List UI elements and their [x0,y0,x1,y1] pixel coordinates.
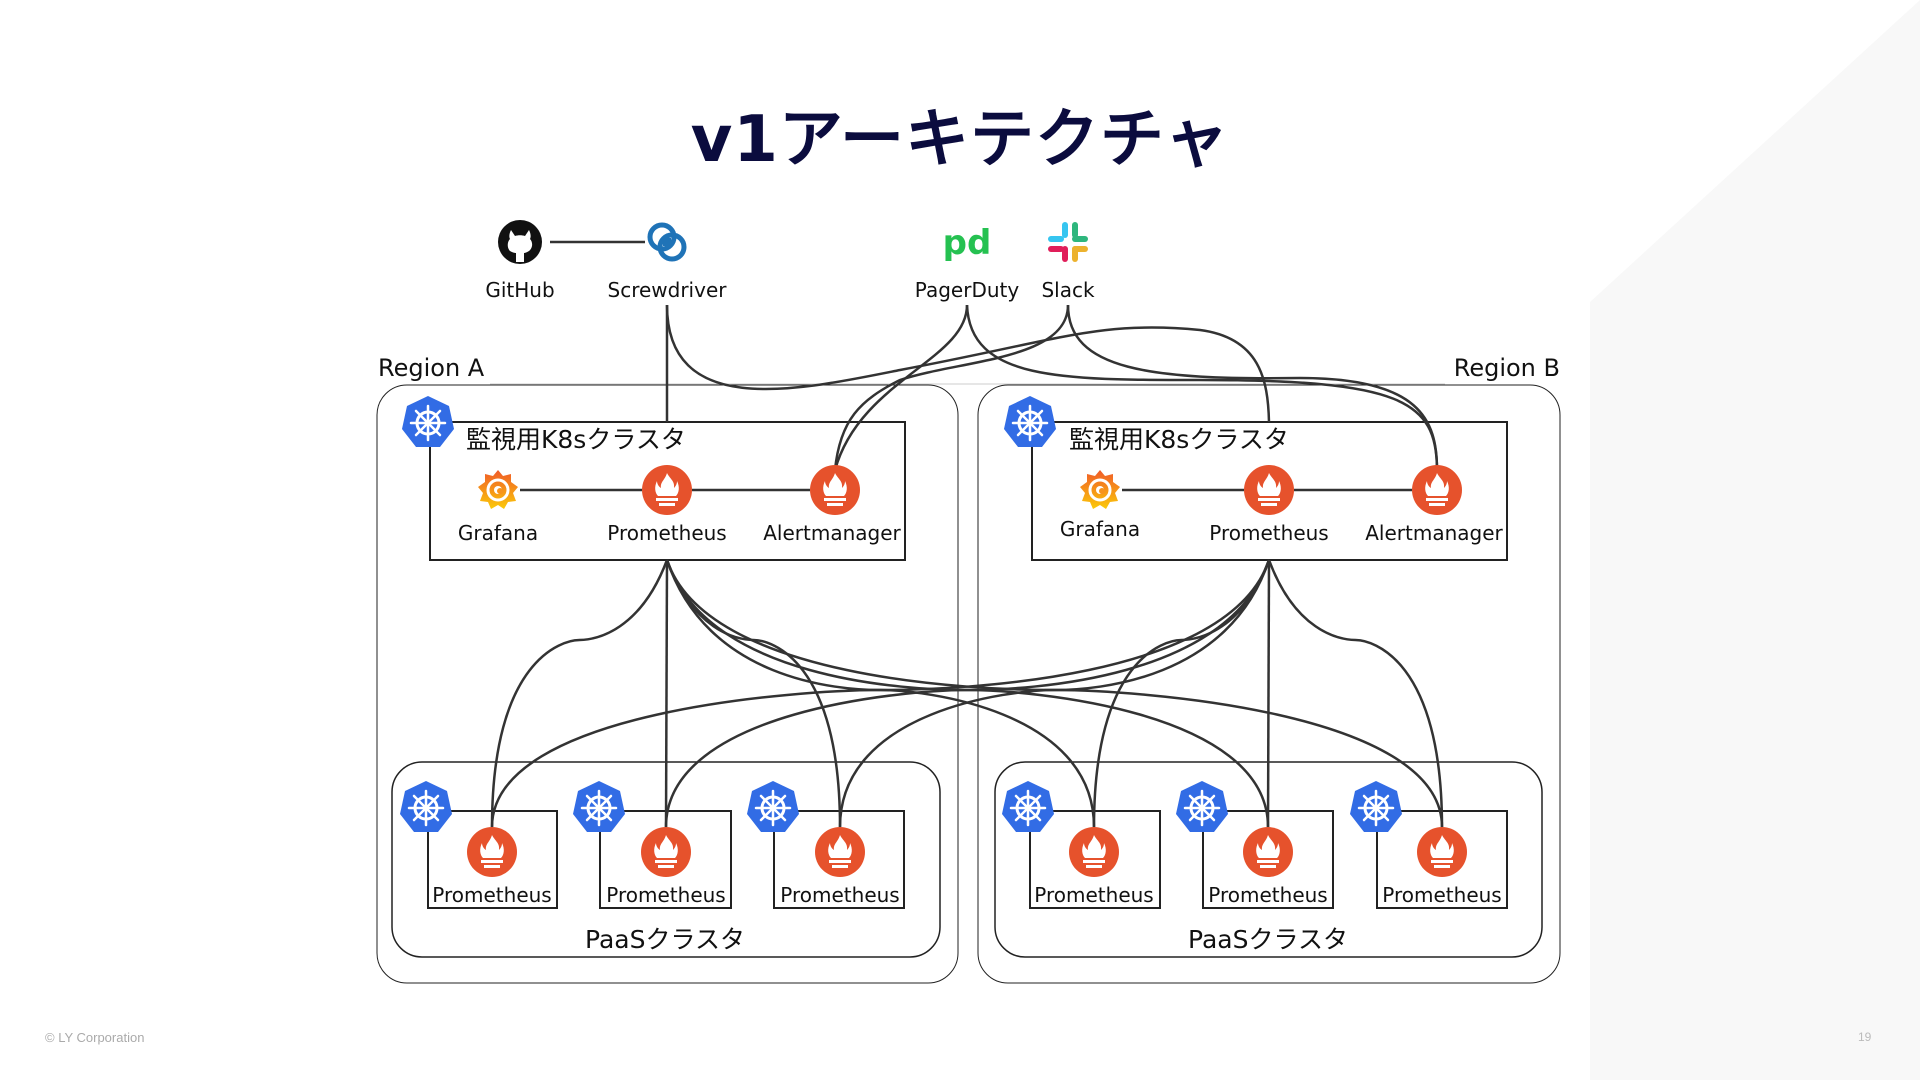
kubernetes-icon [745,779,801,834]
federation-line [665,559,842,828]
screwdriver-prom-b-line [665,304,1271,423]
svg-text:pd: pd [943,223,992,263]
prometheus-icon [1243,827,1293,877]
federation-line [838,559,1271,828]
region-a-grafana-label: Grafana [458,521,538,545]
region-a-paas-label: PaaSクラスタ [585,925,745,954]
federation-line [490,559,669,828]
pagerduty-am-a-line [833,304,969,471]
federation-line [665,559,1270,828]
federation-line [1267,559,1444,828]
region-b-grafana-label: Grafana [1060,517,1140,541]
paas-a-1-label: Prometheus [432,883,551,907]
federation-line [664,559,669,828]
region-a-monitoring-label: 監視用K8sクラスタ [466,425,686,454]
federation-line [1266,559,1271,828]
screwdriver-icon [647,222,687,262]
github-label: GitHub [485,278,554,302]
region-a-prometheus-label: Prometheus [607,521,726,545]
kubernetes-icon [1000,779,1056,834]
slack-am-a-line [833,304,1070,471]
paas-b-3-label: Prometheus [1382,883,1501,907]
grafana-icon [476,468,520,511]
pagerduty-icon: pd [943,223,992,263]
kubernetes-icon [1174,779,1230,834]
prometheus-icon [467,827,517,877]
connection-lines [520,240,1439,492]
federation-line [490,559,1271,828]
kubernetes-icon [571,779,627,834]
region-a-alertmanager-label: Alertmanager [763,521,901,545]
kubernetes-icon [400,394,456,449]
region-b-paas-label: PaaSクラスタ [1188,925,1348,954]
federation-line [1092,559,1271,828]
kubernetes-icon [1002,394,1058,449]
page-number: 19 [1858,1030,1872,1044]
prometheus-icon [641,827,691,877]
screwdriver-label: Screwdriver [608,278,728,302]
paas-a-3-label: Prometheus [780,883,899,907]
slack-am-b-line [1066,304,1439,471]
region-b-label: Region B [1454,354,1560,382]
region-b-container [977,384,1561,984]
grafana-icon [1078,468,1122,511]
slack-label: Slack [1041,278,1095,302]
alertmanager-icon [810,465,860,515]
federation-line [664,559,1271,828]
paas-b-2-label: Prometheus [1208,883,1327,907]
slide-title: v1アーキテクチャ [690,103,1230,177]
region-b-alertmanager-label: Alertmanager [1365,521,1503,545]
footer-copyright: © LY Corporation [45,1030,145,1045]
region-a-label: Region A [378,354,485,382]
kubernetes-icon [398,779,454,834]
prometheus-icon [642,465,692,515]
prometheus-icon [1417,827,1467,877]
pagerduty-am-b-line [965,304,1439,471]
kubernetes-icon [1348,779,1404,834]
region-b-monitoring-label: 監視用K8sクラスタ [1069,425,1289,454]
prometheus-icon [1244,465,1294,515]
prometheus-icon [1069,827,1119,877]
region-b-prometheus-label: Prometheus [1209,521,1328,545]
paas-b-1-label: Prometheus [1034,883,1153,907]
paas-a-2-label: Prometheus [606,883,725,907]
prometheus-federation-lines [490,559,1444,828]
github-icon [498,220,542,264]
alertmanager-icon [1412,465,1462,515]
pagerduty-label: PagerDuty [915,278,1020,302]
prometheus-icon [815,827,865,877]
slack-icon [1048,222,1088,262]
